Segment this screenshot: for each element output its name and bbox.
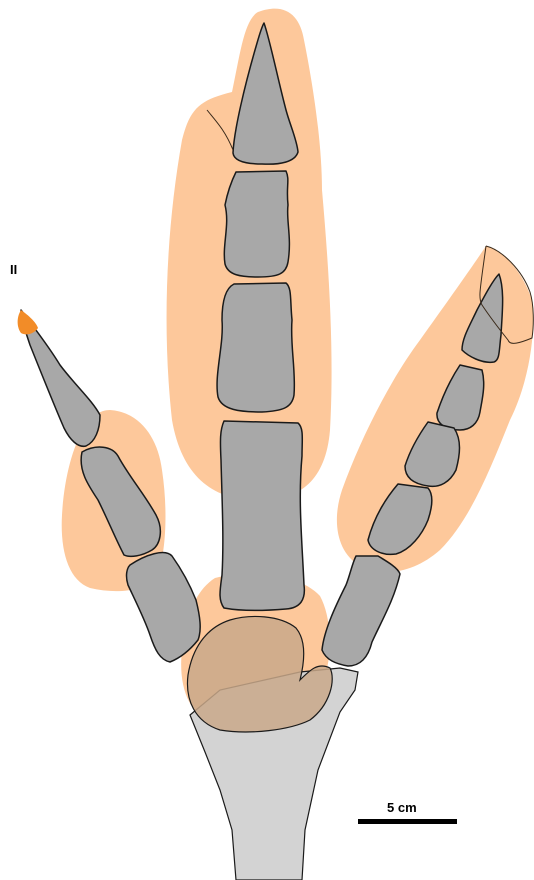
digit-iii-phalanx-3 [224,171,289,277]
digit-ii-label: II [10,262,17,277]
digit-ii-phalanx-2 [127,553,201,662]
soft-tissue-digit-iv [337,246,533,572]
digit-iv-phalanx-1 [322,556,400,666]
digit-iii-phalanx-2 [217,283,294,412]
claw-tip-marker [18,310,38,334]
scale-bar-label: 5 cm [387,800,417,815]
digit-iii-phalanx-1 [220,421,304,610]
scale-bar [358,819,457,824]
